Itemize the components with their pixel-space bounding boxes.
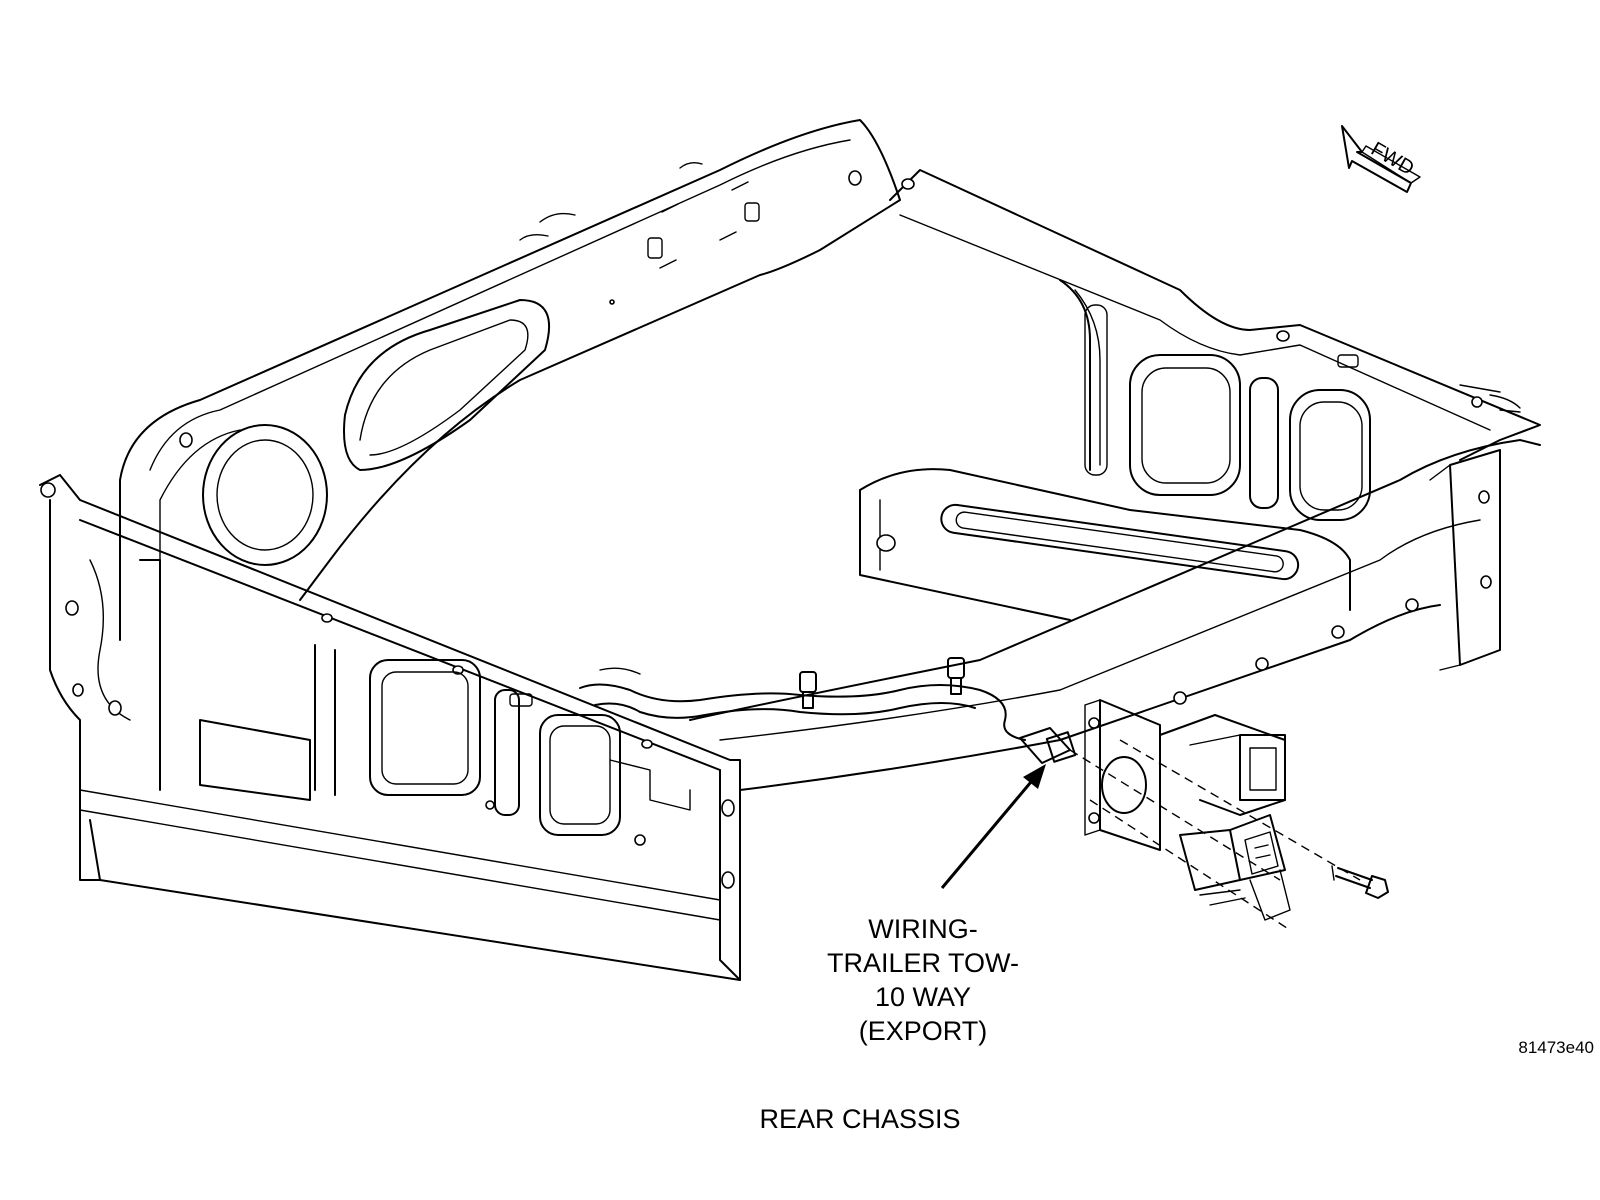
rear-cross-rail [689, 439, 1541, 791]
trailer-connector-icon [1179, 814, 1291, 921]
callout-line-4: (EXPORT) [858, 1016, 988, 1046]
fwd-arrow-icon: FWD [1341, 125, 1421, 193]
alignment-lines [1069, 739, 1361, 931]
figure-id: 81473e40 [1518, 1038, 1594, 1057]
left-frame-rail [119, 119, 901, 641]
right-frame-rail [889, 169, 1541, 521]
callout-leader-arrow [940, 764, 1046, 889]
trailer-wiring-harness [579, 657, 1077, 764]
callout-line-3: 10 WAY [874, 982, 972, 1012]
crossmember [859, 468, 1351, 621]
callout-line-1: WIRING- [868, 914, 978, 944]
hitch-receiver [1084, 699, 1286, 851]
diagram-caption: REAR CHASSIS [759, 1104, 961, 1134]
rear-bumper-beam [39, 474, 741, 981]
callout-line-2: TRAILER TOW- [826, 948, 1020, 978]
bolt-icon [1331, 865, 1389, 899]
